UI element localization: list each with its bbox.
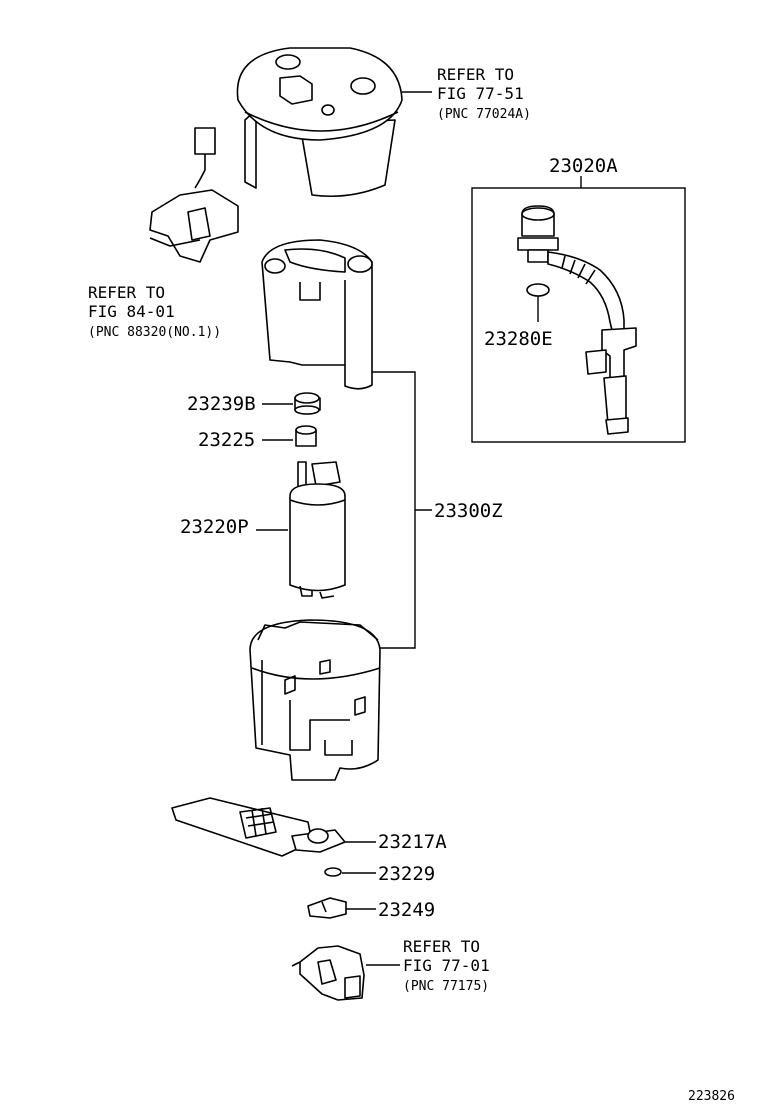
ref-sender-line2: FIG 84-01 [88, 302, 175, 321]
figure-id: 223826 [688, 1089, 735, 1104]
strainer-23217A-part[interactable] [171, 797, 346, 857]
ref-sender-line1: REFER TO [88, 283, 165, 302]
fuel-tank-cover-part[interactable] [236, 47, 403, 198]
grommet-23239B-part[interactable] [294, 392, 321, 415]
fuel-sender-gauge-part[interactable] [149, 127, 239, 263]
ref-top-line1: REFER TO [437, 65, 514, 84]
label-23300Z[interactable]: 23300Z [434, 500, 503, 522]
label-23020A[interactable]: 23020A [549, 155, 618, 177]
label-23225[interactable]: 23225 [198, 429, 255, 451]
inset-box-23020A [471, 187, 686, 443]
filter-lower-case-part[interactable] [249, 619, 381, 781]
ref-bottom-line2: FIG 77-01 [403, 956, 490, 975]
label-23239B[interactable]: 23239B [187, 393, 256, 415]
clip-23229-part[interactable] [324, 867, 342, 877]
fuel-pump-23220P-part[interactable] [289, 461, 346, 599]
label-23280E[interactable]: 23280E [484, 328, 553, 350]
filter-upper-housing-part[interactable] [261, 239, 373, 390]
label-23249[interactable]: 23249 [378, 899, 435, 921]
ref-bottom-line1: REFER TO [403, 937, 480, 956]
leader-23300Z [372, 371, 416, 649]
label-23217A[interactable]: 23217A [378, 831, 447, 853]
cushion-23225-part[interactable] [295, 425, 317, 447]
bottom-bracket-part[interactable] [291, 945, 365, 1001]
stopper-23249-part[interactable] [307, 897, 347, 919]
ref-sender-line3: (PNC 88320(NO.1)) [88, 325, 221, 340]
label-23229[interactable]: 23229 [378, 863, 435, 885]
o-ring-23280E-part[interactable] [526, 283, 550, 297]
ref-top-line3: (PNC 77024A) [437, 107, 531, 122]
ref-top-line2: FIG 77-51 [437, 84, 524, 103]
fuel-pressure-regulator-tube-part[interactable] [517, 205, 637, 435]
ref-bottom-line3: (PNC 77175) [403, 979, 489, 994]
label-23220P[interactable]: 23220P [180, 516, 249, 538]
